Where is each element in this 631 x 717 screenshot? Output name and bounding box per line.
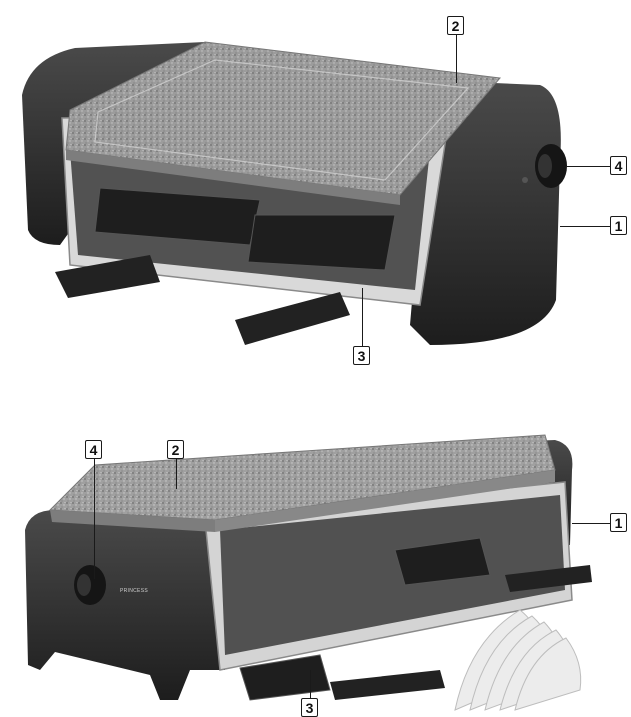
top-appliance-illustration [22, 41, 567, 345]
left-housing-bottom [25, 510, 225, 700]
pan-left [94, 187, 261, 246]
callout-2-top: 2 [447, 16, 464, 35]
callout-4-bottom: 4 [85, 440, 102, 459]
top-appliance-figure: 2 4 1 3 [22, 16, 627, 365]
stone-plate-bottom [48, 434, 556, 521]
brand-mark: PRINCESS [120, 588, 148, 594]
callout-1-top: 1 [610, 216, 627, 235]
callout-4-top: 4 [610, 156, 627, 175]
spatula-set [454, 609, 582, 711]
callout-2-bottom: 2 [167, 440, 184, 459]
handle-left [55, 255, 160, 298]
stone-plate [65, 41, 501, 196]
bottom-appliance-figure: PRINCESS 4 2 1 3 [0, 370, 631, 717]
handle-front [330, 670, 445, 700]
pan-back [394, 537, 491, 586]
pan-front [239, 654, 331, 701]
bottom-appliance-illustration [25, 434, 592, 711]
pan-right [247, 214, 396, 271]
callout-3-top: 3 [353, 346, 370, 365]
callout-1-bottom: 1 [610, 513, 627, 532]
callout-3-bottom: 3 [301, 698, 318, 717]
handle-right [235, 292, 350, 345]
right-housing [410, 82, 561, 345]
handle-back [505, 565, 592, 592]
